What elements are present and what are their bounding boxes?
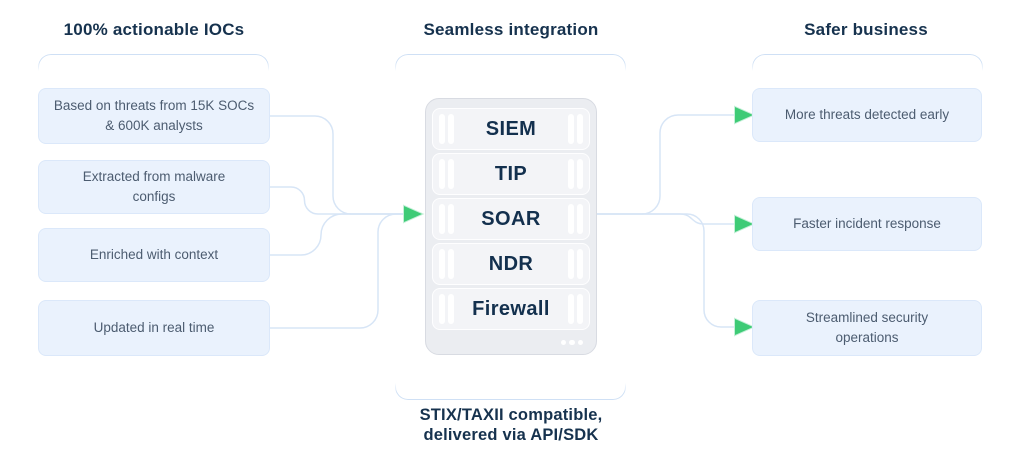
connector-right-1 [597, 114, 735, 215]
server-dots-icon [560, 339, 583, 345]
card-text: Extracted from malware configs [82, 169, 226, 204]
card-enriched-context: Enriched with context [38, 228, 270, 282]
server-rack: SIEM TIP SOAR NDR Firewa [425, 98, 597, 355]
center-group-bracket [395, 54, 626, 71]
card-threat-sources: Based on threats from 15K SOCs & 600K an… [38, 88, 270, 144]
vent-slot-icon [568, 294, 574, 324]
card-text: Streamlined security operations [805, 310, 929, 345]
right-group-bracket [752, 54, 983, 71]
vent-slot-icon [577, 114, 583, 144]
vent-slot-icon [439, 159, 445, 189]
server-row-label: SIEM [485, 117, 537, 140]
server-row-soar: SOAR [432, 198, 590, 240]
caption-line: delivered via API/SDK [423, 426, 599, 445]
card-incident-response: Faster incident response [752, 197, 982, 251]
left-group-bracket [38, 54, 269, 71]
connector-right-2 [597, 213, 735, 225]
center-caption: STIX/TAXII compatible, delivered via API… [395, 405, 627, 445]
flow-arrow-icon-right-2 [734, 214, 756, 234]
card-text: More threats detected early [784, 107, 950, 123]
server-row-ndr: NDR [432, 243, 590, 285]
dot [577, 339, 583, 345]
vent-slot-icon [448, 294, 454, 324]
vent-slot-icon [439, 249, 445, 279]
vent-slot-icon [577, 294, 583, 324]
server-row-firewall: Firewall [432, 288, 590, 330]
vent-slot-icon [448, 204, 454, 234]
caption-line: STIX/TAXII compatible, [419, 406, 603, 424]
vent-slot-icon [568, 204, 574, 234]
connector-right-3 [597, 213, 735, 328]
vent-slot-icon [568, 114, 574, 144]
center-column-title: Seamless integration [423, 20, 599, 39]
connector-left-1 [270, 115, 404, 215]
card-malware-configs: Extracted from malware configs [38, 160, 270, 214]
connector-left-2 [270, 186, 404, 215]
vent-slot-icon [577, 204, 583, 234]
left-column-title: 100% actionable IOCs [63, 20, 245, 39]
server-row-label: TIP [494, 162, 528, 185]
vent-slot-icon [439, 294, 445, 324]
dot [569, 339, 575, 345]
card-text: Based on threats from 15K SOCs & 600K an… [53, 98, 255, 133]
center-bottom-bracket [395, 383, 626, 400]
vent-slot-icon [448, 159, 454, 189]
flow-arrow-icon-right-3 [734, 317, 756, 337]
server-row-label: NDR [488, 252, 534, 275]
server-row-label: Firewall [472, 297, 550, 320]
server-row-tip: TIP [432, 153, 590, 195]
card-streamlined-operations: Streamlined security operations [752, 300, 982, 356]
card-text: Faster incident response [793, 216, 941, 232]
dot [560, 339, 566, 345]
vent-slot-icon [568, 159, 574, 189]
card-text: Enriched with context [89, 247, 219, 263]
vent-slot-icon [439, 114, 445, 144]
card-threats-detected: More threats detected early [752, 88, 982, 142]
vent-slot-icon [439, 204, 445, 234]
right-column-title: Safer business [804, 20, 928, 39]
vent-slot-icon [448, 114, 454, 144]
vent-slot-icon [448, 249, 454, 279]
vent-slot-icon [577, 249, 583, 279]
connector-left-4 [270, 213, 404, 329]
flow-arrow-icon-right-1 [734, 105, 756, 125]
connector-left-3 [270, 213, 404, 256]
vent-slot-icon [577, 159, 583, 189]
card-real-time: Updated in real time [38, 300, 270, 356]
server-row-siem: SIEM [432, 108, 590, 150]
server-row-label: SOAR [481, 207, 541, 230]
vent-slot-icon [568, 249, 574, 279]
flow-arrow-icon-center [403, 204, 425, 224]
card-text: Updated in real time [93, 320, 215, 336]
